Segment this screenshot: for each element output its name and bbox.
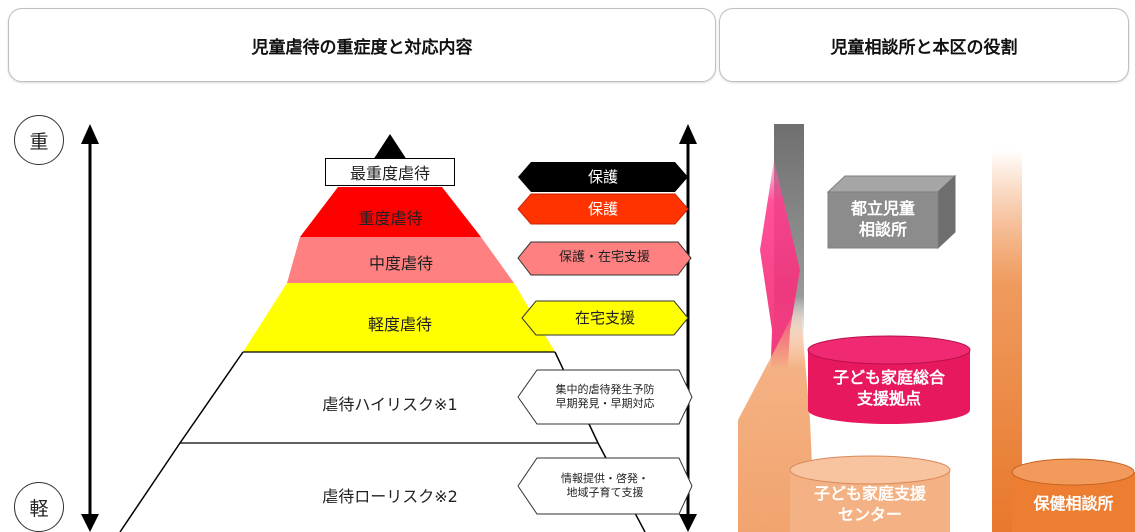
response-shape-5 bbox=[517, 369, 693, 425]
scale-light-label: 軽 bbox=[29, 497, 49, 520]
level-severe: 重度虐待 bbox=[300, 202, 481, 232]
org-kyoten: 子ども家庭総合 支援拠点 bbox=[808, 360, 970, 418]
response-6-label: 情報提供・啓発・ 地域子育て支援 bbox=[561, 472, 649, 499]
org-kyoten-label: 子ども家庭総合 支援拠点 bbox=[832, 368, 945, 408]
kyoten-cylinder-top bbox=[807, 335, 971, 365]
level-most-severe: 最重度虐待 bbox=[325, 158, 455, 186]
kyoten-cylinder-body bbox=[808, 350, 970, 424]
response-4-label: 在宅支援 bbox=[574, 308, 635, 327]
pyramid-layer-moderate bbox=[287, 237, 514, 283]
center-cylinder-top bbox=[789, 455, 951, 485]
response-3-label: 保護・在宅支援 bbox=[558, 250, 650, 266]
response-2-label: 保護 bbox=[587, 199, 618, 218]
response-1: 保護 bbox=[518, 162, 688, 192]
response-2: 保護 bbox=[518, 194, 688, 224]
response-3: 保護・在宅支援 bbox=[518, 242, 691, 275]
org-center: 子ども家庭支援 センター bbox=[790, 478, 950, 532]
level-low-risk-label: 虐待ローリスク※2 bbox=[322, 487, 458, 506]
response-arrow-down-head bbox=[679, 514, 697, 532]
response-1-label: 保護 bbox=[587, 167, 618, 186]
jisou-box-front bbox=[827, 191, 939, 249]
header-roles-title: 児童相談所と本区の役割 bbox=[830, 37, 1018, 58]
org-jisou: 都立児童 相談所 bbox=[828, 192, 938, 248]
level-moderate-label: 中度虐待 bbox=[368, 254, 433, 273]
scale-light-badge: 軽 bbox=[14, 482, 64, 532]
header-severity: 児童虐待の重症度と対応内容 bbox=[8, 8, 716, 82]
header-roles: 児童相談所と本区の役割 bbox=[719, 8, 1129, 82]
center-cylinder-body bbox=[790, 470, 950, 532]
level-high-risk-label: 虐待ハイリスク※1 bbox=[322, 395, 458, 414]
scale-arrow-up-head bbox=[81, 124, 99, 144]
response-arrow-up-head bbox=[679, 124, 697, 144]
pyramid-apex bbox=[373, 134, 407, 160]
jisou-box-top bbox=[826, 175, 957, 193]
level-most-severe-label: 最重度虐待 bbox=[349, 164, 430, 183]
hoken-cylinder-top bbox=[1011, 458, 1135, 486]
pyramid-layer-mild bbox=[243, 283, 555, 352]
org-hoken: 保健相談所 bbox=[1012, 484, 1135, 524]
level-severe-label: 重度虐待 bbox=[358, 209, 423, 228]
org-hoken-label: 保健相談所 bbox=[1033, 493, 1114, 513]
org-center-label: 子ども家庭支援 センター bbox=[813, 484, 926, 524]
response-5-label: 集中的虐待発生予防 早期発見・早期対応 bbox=[555, 383, 655, 410]
response-6: 情報提供・啓発・ 地域子育て支援 bbox=[518, 458, 692, 514]
level-moderate: 中度虐待 bbox=[290, 246, 512, 278]
response-shape-2 bbox=[517, 193, 689, 225]
level-high-risk: 虐待ハイリスク※1 bbox=[230, 388, 550, 418]
response-shape-3 bbox=[517, 241, 692, 276]
level-mild: 軽度虐待 bbox=[260, 306, 540, 340]
scale-heavy-label: 重 bbox=[29, 130, 49, 153]
scale-heavy-badge: 重 bbox=[14, 115, 64, 165]
pink-role-bar bbox=[760, 160, 800, 440]
response-4: 在宅支援 bbox=[522, 301, 688, 335]
response-shape-4 bbox=[521, 300, 689, 336]
org-jisou-label: 都立児童 相談所 bbox=[850, 199, 915, 239]
hoken-cylinder-body bbox=[1012, 472, 1135, 532]
level-low-risk: 虐待ローリスク※2 bbox=[200, 480, 580, 510]
scale-arrow-down-head bbox=[81, 514, 99, 532]
response-5: 集中的虐待発生予防 早期発見・早期対応 bbox=[518, 370, 692, 424]
response-shape-6 bbox=[517, 457, 693, 515]
response-shape-1 bbox=[518, 162, 688, 192]
level-mild-label: 軽度虐待 bbox=[367, 315, 432, 334]
pyramid-layer-severe bbox=[300, 187, 481, 237]
header-severity-title: 児童虐待の重症度と対応内容 bbox=[251, 37, 473, 58]
